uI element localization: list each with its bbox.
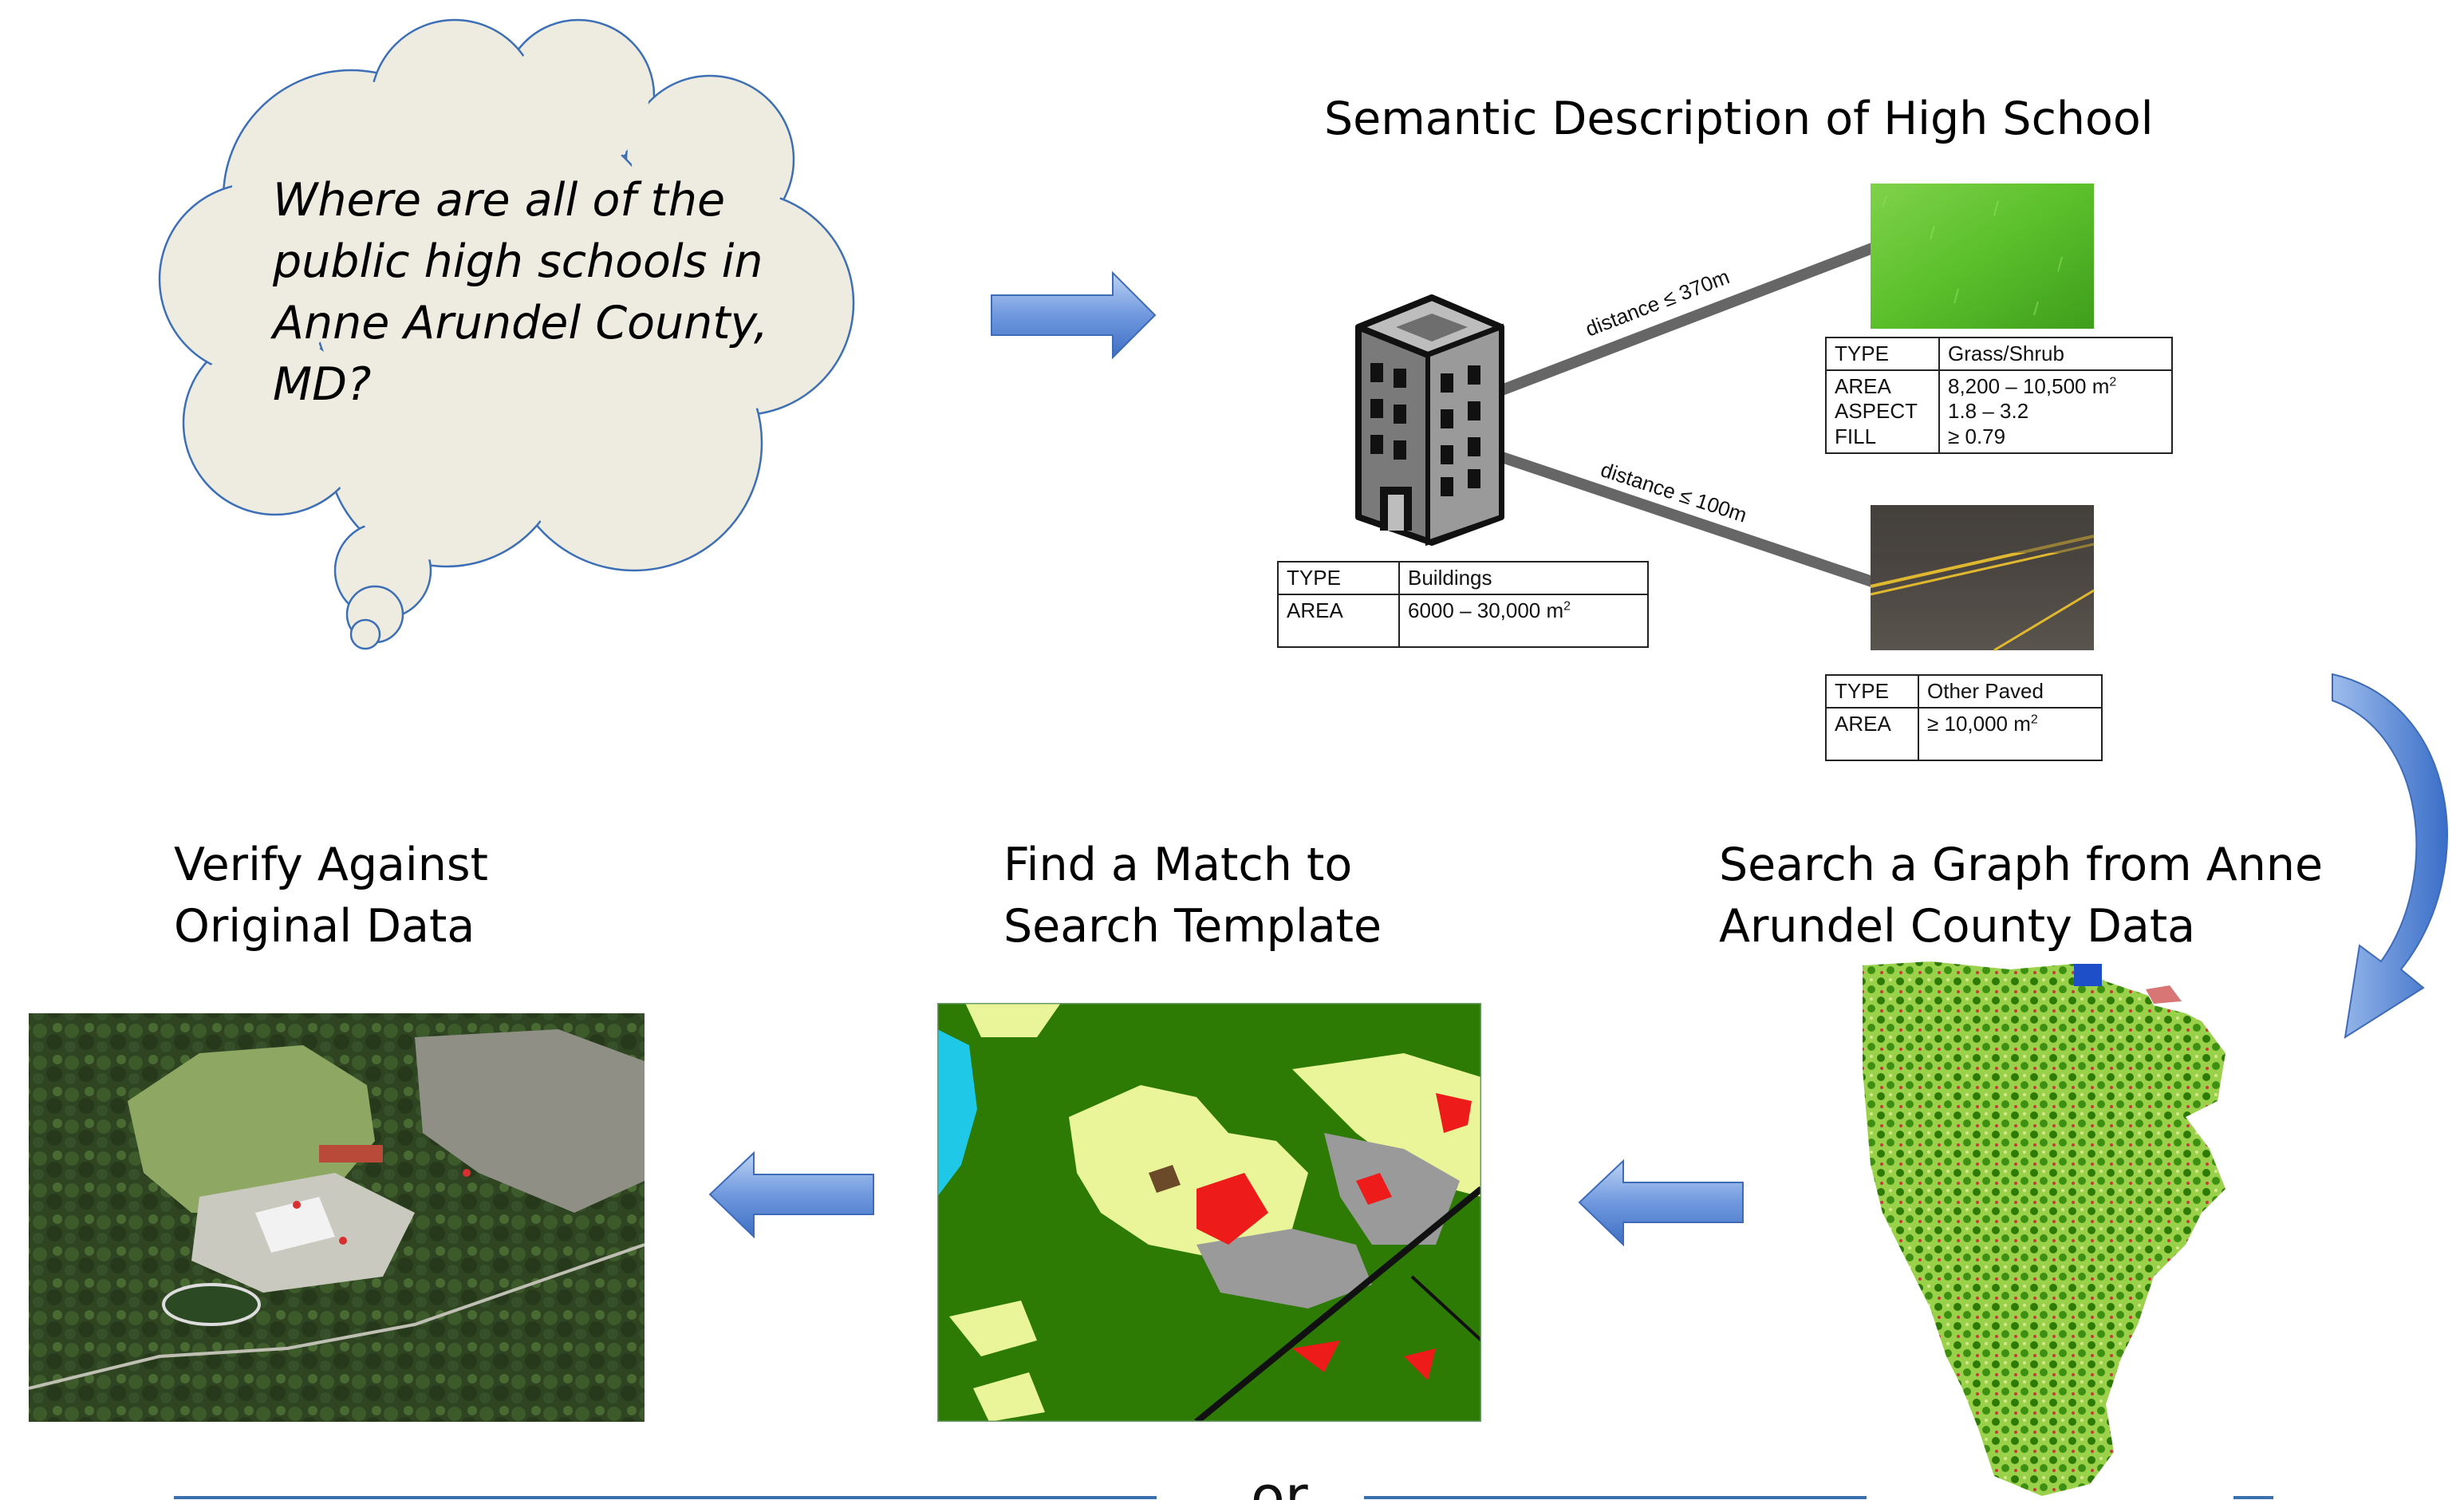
grass-attributes-table: TYPE Grass/Shrub AREA ASPECT FILL 8,200 … <box>1825 336 2173 454</box>
county-map <box>1863 961 2225 1496</box>
curved-arrow-icon <box>2332 673 2448 1040</box>
step-verify-line-1: Verify Against <box>174 839 488 891</box>
step-search-line-2: Arundel County Data <box>1719 900 2195 953</box>
unit-exponent: 2 <box>1563 599 1571 614</box>
question-line-1: Where are all of the <box>273 174 725 227</box>
attr-key: FILL <box>1835 424 1877 448</box>
step-match-line-2: Search Template <box>1003 900 1382 953</box>
aerial-photo <box>29 1013 645 1422</box>
attr-key: AREA <box>1835 374 1891 399</box>
attr-key: TYPE <box>1277 560 1400 596</box>
attr-key: AREA <box>1825 707 1919 762</box>
grass-image <box>1871 184 2094 329</box>
arrow-left-icon <box>708 1151 874 1239</box>
attr-value: Other Paved <box>1918 673 2103 709</box>
or-label: or <box>1251 1464 1308 1500</box>
attr-key: ASPECT <box>1835 399 1918 424</box>
question-line-3: Anne Arundel County, <box>270 297 768 349</box>
edge-building-paved <box>1497 451 1877 588</box>
building-icon <box>1355 294 1504 547</box>
paved-image <box>1870 505 2095 652</box>
semantic-title: Semantic Description of High School <box>1324 93 2154 145</box>
unit-exponent: 2 <box>2109 375 2117 389</box>
question-line-2: public high schools in <box>272 235 763 288</box>
paved-attributes-table: TYPE Other Paved AREA ≥ 10,000 m2 <box>1825 673 2103 762</box>
attr-value: ≥ 0.79 <box>1948 424 2006 448</box>
attr-key: AREA <box>1277 594 1400 649</box>
step-search-line-1: Search a Graph from Anne <box>1719 839 2323 891</box>
unit-exponent: 2 <box>2030 712 2038 727</box>
attr-value: 8,200 – 10,500 m <box>1948 374 2110 399</box>
thought-cloud: Where are all of the public high schools… <box>158 18 855 650</box>
step-verify-line-2: Original Data <box>174 900 475 953</box>
attr-key: TYPE <box>1825 336 1940 372</box>
semantic-edges: distance ≤ 370m distance ≤ 100m <box>1497 242 1877 588</box>
attr-value: ≥ 10,000 m <box>1927 712 2031 736</box>
attr-value: Grass/Shrub <box>1938 336 2173 372</box>
match-map <box>937 1003 1481 1422</box>
step-match-line-1: Find a Match to <box>1003 839 1352 891</box>
question-line-4: MD? <box>273 358 371 411</box>
attr-value: 6000 – 30,000 m <box>1408 598 1564 623</box>
attr-value: Buildings <box>1398 560 1649 596</box>
edge-building-grass <box>1497 242 1877 397</box>
attr-key: TYPE <box>1825 673 1919 709</box>
arrow-left-icon <box>1578 1159 1744 1247</box>
arrow-right-icon <box>991 270 1157 360</box>
attr-value: 1.8 – 3.2 <box>1948 399 2029 424</box>
buildings-attributes-table: TYPE Buildings AREA 6000 – 30,000 m2 <box>1277 560 1649 649</box>
